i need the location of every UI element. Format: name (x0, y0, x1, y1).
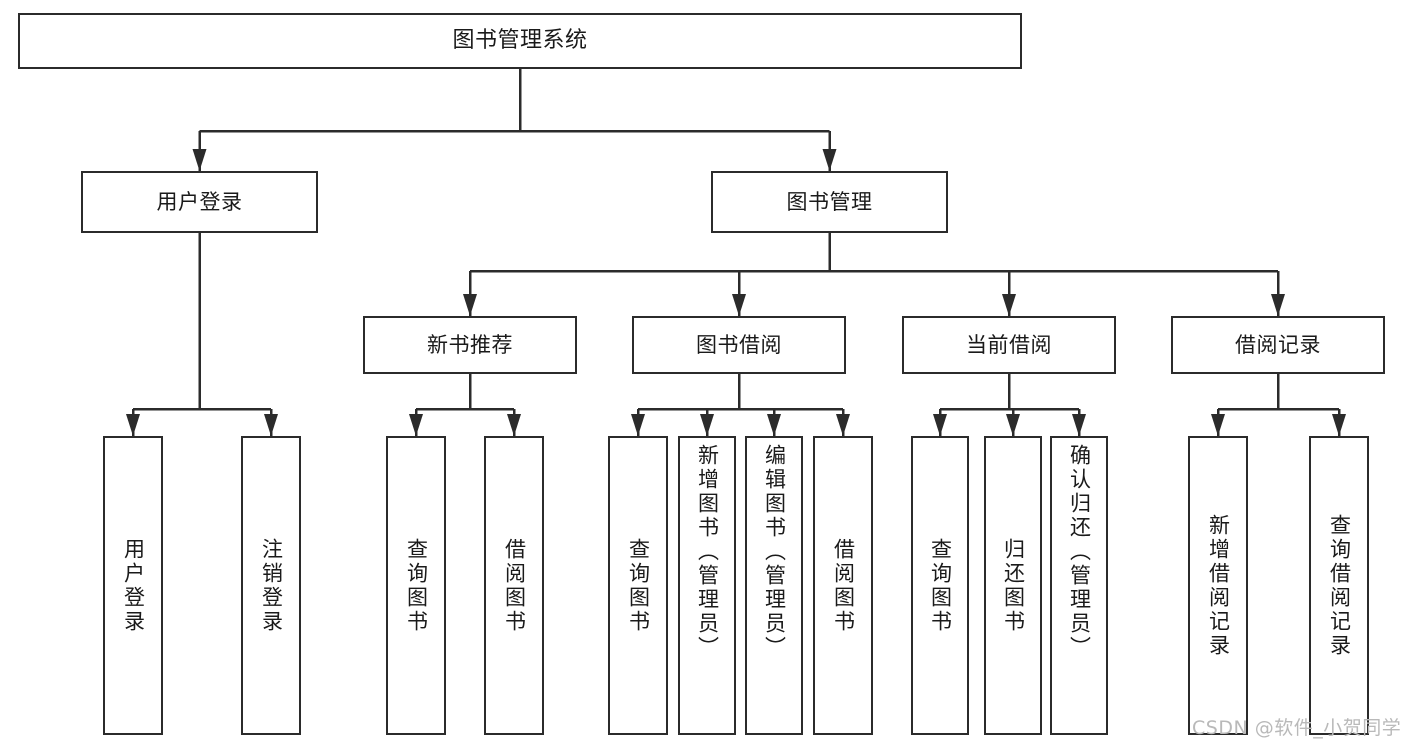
node-borrow-record[interactable]: 借阅记录 (1171, 316, 1385, 374)
node-label: 注销登录 (259, 537, 284, 634)
node-label: 借阅图书 (502, 537, 527, 634)
node-label: 借阅图书 (831, 537, 856, 634)
leaf-add-book-admin[interactable]: 新增图书（管理员） (678, 436, 736, 735)
node-label: 图书管理 (786, 189, 873, 214)
leaf-user-login[interactable]: 用户登录 (103, 436, 163, 735)
node-label: 用户登录 (156, 189, 243, 214)
node-book-management[interactable]: 图书管理 (711, 171, 948, 233)
leaf-add-borrow-record[interactable]: 新增借阅记录 (1188, 436, 1248, 735)
node-label: 查询图书 (404, 537, 429, 634)
leaf-query-borrow-record[interactable]: 查询借阅记录 (1309, 436, 1369, 735)
leaf-user-logout[interactable]: 注销登录 (241, 436, 301, 735)
node-label: 当前借阅 (966, 332, 1052, 357)
node-label: 图书管理系统 (452, 28, 588, 54)
node-label: 编辑图书（管理员） (762, 444, 787, 660)
leaf-borrow-book[interactable]: 借阅图书 (813, 436, 873, 735)
node-label: 用户登录 (121, 537, 146, 634)
node-label: 查询图书 (626, 537, 651, 634)
node-label: 归还图书 (1001, 537, 1026, 634)
csdn-watermark: CSDN @软件_小贺同学 (1192, 717, 1402, 739)
node-new-book-recommend[interactable]: 新书推荐 (363, 316, 577, 374)
node-current-borrow[interactable]: 当前借阅 (902, 316, 1116, 374)
leaf-edit-book-admin[interactable]: 编辑图书（管理员） (745, 436, 803, 735)
leaf-query-book-current[interactable]: 查询图书 (911, 436, 969, 735)
node-label: 确认归还（管理员） (1067, 444, 1092, 660)
node-label: 借阅记录 (1235, 332, 1321, 357)
node-label: 新增图书（管理员） (695, 444, 720, 660)
node-label: 查询借阅记录 (1327, 513, 1352, 658)
leaf-confirm-return-admin[interactable]: 确认归还（管理员） (1050, 436, 1108, 735)
leaf-borrow-book-recommend[interactable]: 借阅图书 (484, 436, 544, 735)
node-label: 新书推荐 (427, 332, 513, 357)
node-label: 新增借阅记录 (1206, 513, 1231, 658)
node-book-borrow[interactable]: 图书借阅 (632, 316, 846, 374)
leaf-query-book[interactable]: 查询图书 (608, 436, 668, 735)
leaf-query-book-recommend[interactable]: 查询图书 (386, 436, 446, 735)
node-root[interactable]: 图书管理系统 (18, 13, 1022, 69)
leaf-return-book[interactable]: 归还图书 (984, 436, 1042, 735)
node-label: 查询图书 (928, 537, 953, 634)
node-user-login[interactable]: 用户登录 (81, 171, 318, 233)
node-label: 图书借阅 (696, 332, 782, 357)
